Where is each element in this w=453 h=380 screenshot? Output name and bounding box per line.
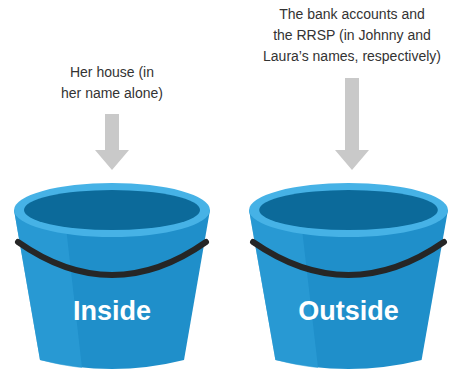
bucket-shape [247,180,450,372]
bucket: Outside [247,180,450,372]
bucket-shape [12,180,212,372]
bucket: Inside [12,180,212,372]
bucket-inside [259,190,438,230]
bucket-handle [18,242,206,275]
bucket-handle [253,242,444,275]
down-arrow [335,78,369,170]
bucket-inside [24,190,200,230]
item-label: The bank accounts and the RRSP (in Johnn… [257,4,447,67]
bucket-label: Inside [12,293,212,329]
bucket-rim [249,183,448,237]
down-arrow [95,114,129,170]
item-label: Her house (in her name alone) [37,62,187,104]
bucket-rim [14,183,210,237]
bucket-label: Outside [247,293,450,329]
